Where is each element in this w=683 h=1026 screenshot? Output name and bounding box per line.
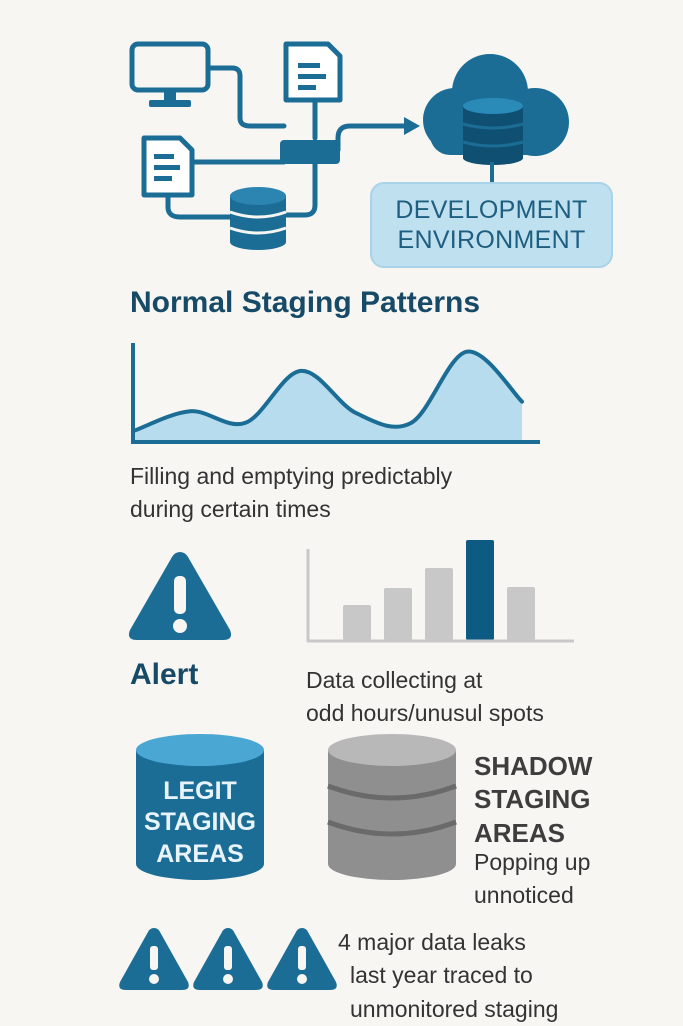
legit-line-1: LEGIT [163, 777, 237, 805]
shadow-staging-title: SHADOW STAGING AREAS [474, 750, 592, 850]
bar-3 [425, 568, 453, 640]
warning-icon [267, 928, 337, 990]
shadow-staging-subtitle: Popping up unnoticed [474, 846, 590, 913]
monitor-icon [129, 41, 211, 107]
leaks-line-2: last year traced to [350, 962, 533, 989]
alert-warning-icon [128, 552, 232, 640]
development-environment-box: DEVELOPMENT ENVIRONMENT [370, 182, 613, 268]
document-icon [141, 135, 195, 198]
warning-icons-row [119, 928, 337, 990]
odd-hours-bar-chart [306, 540, 574, 643]
area-chart-line [133, 349, 524, 433]
normal-caption-line-2: during certain times [130, 496, 331, 523]
dev-env-line-1: DEVELOPMENT [395, 195, 588, 224]
connector-db [165, 192, 233, 220]
normal-caption: Filling and emptying predictably during … [130, 460, 452, 527]
shadow-title-line-2: STAGING [474, 784, 591, 815]
alert-caption: Data collecting at odd hours/unusul spot… [306, 664, 544, 731]
section-title-normal: Normal Staging Patterns [130, 286, 481, 319]
normal-caption-line-1: Filling and emptying predictably [130, 463, 453, 489]
document-icon [283, 41, 343, 103]
warning-icon [119, 928, 189, 990]
data-leaks-text: 4 major data leaks last year traced to u… [338, 926, 558, 1026]
legit-staging-label: LEGIT STAGING AREAS [136, 776, 264, 870]
connector-db-right [282, 159, 318, 218]
cloud-database-icon [462, 98, 524, 165]
alert-caption-line-1: Data collecting at [306, 667, 483, 693]
dev-env-line-2: ENVIRONMENT [397, 226, 586, 254]
legit-line-2: STAGING [143, 808, 257, 837]
area-chart-fill [135, 351, 522, 440]
connector-to-cloud [335, 123, 408, 153]
arrow-head-icon [404, 117, 420, 135]
alert-caption-line-2: odd hours/unusul spots [306, 700, 544, 727]
data-flow-diagram [129, 41, 569, 250]
leaks-line-1: 4 major data leaks [338, 929, 526, 955]
connector-monitor [205, 65, 287, 129]
bar-4 [466, 540, 494, 640]
normal-pattern-area-chart [131, 343, 540, 444]
shadow-sub-line-1: Popping up [474, 849, 591, 875]
shadow-title-line-1: SHADOW [474, 751, 593, 781]
database-icon [229, 187, 287, 250]
hub-node [280, 140, 340, 164]
warning-icon [193, 928, 263, 990]
shadow-sub-line-2: unnoticed [474, 882, 574, 909]
leaks-line-3: unmonitored staging [350, 995, 559, 1022]
bar-2 [384, 588, 412, 640]
legit-line-3: AREAS [156, 839, 244, 868]
shadow-title-line-3: AREAS [474, 817, 566, 848]
alert-label: Alert [130, 658, 199, 691]
bar-1 [343, 605, 371, 640]
bar-5 [507, 587, 535, 640]
legit-staging-cylinder [136, 734, 264, 880]
shadow-staging-cylinder [327, 734, 457, 880]
